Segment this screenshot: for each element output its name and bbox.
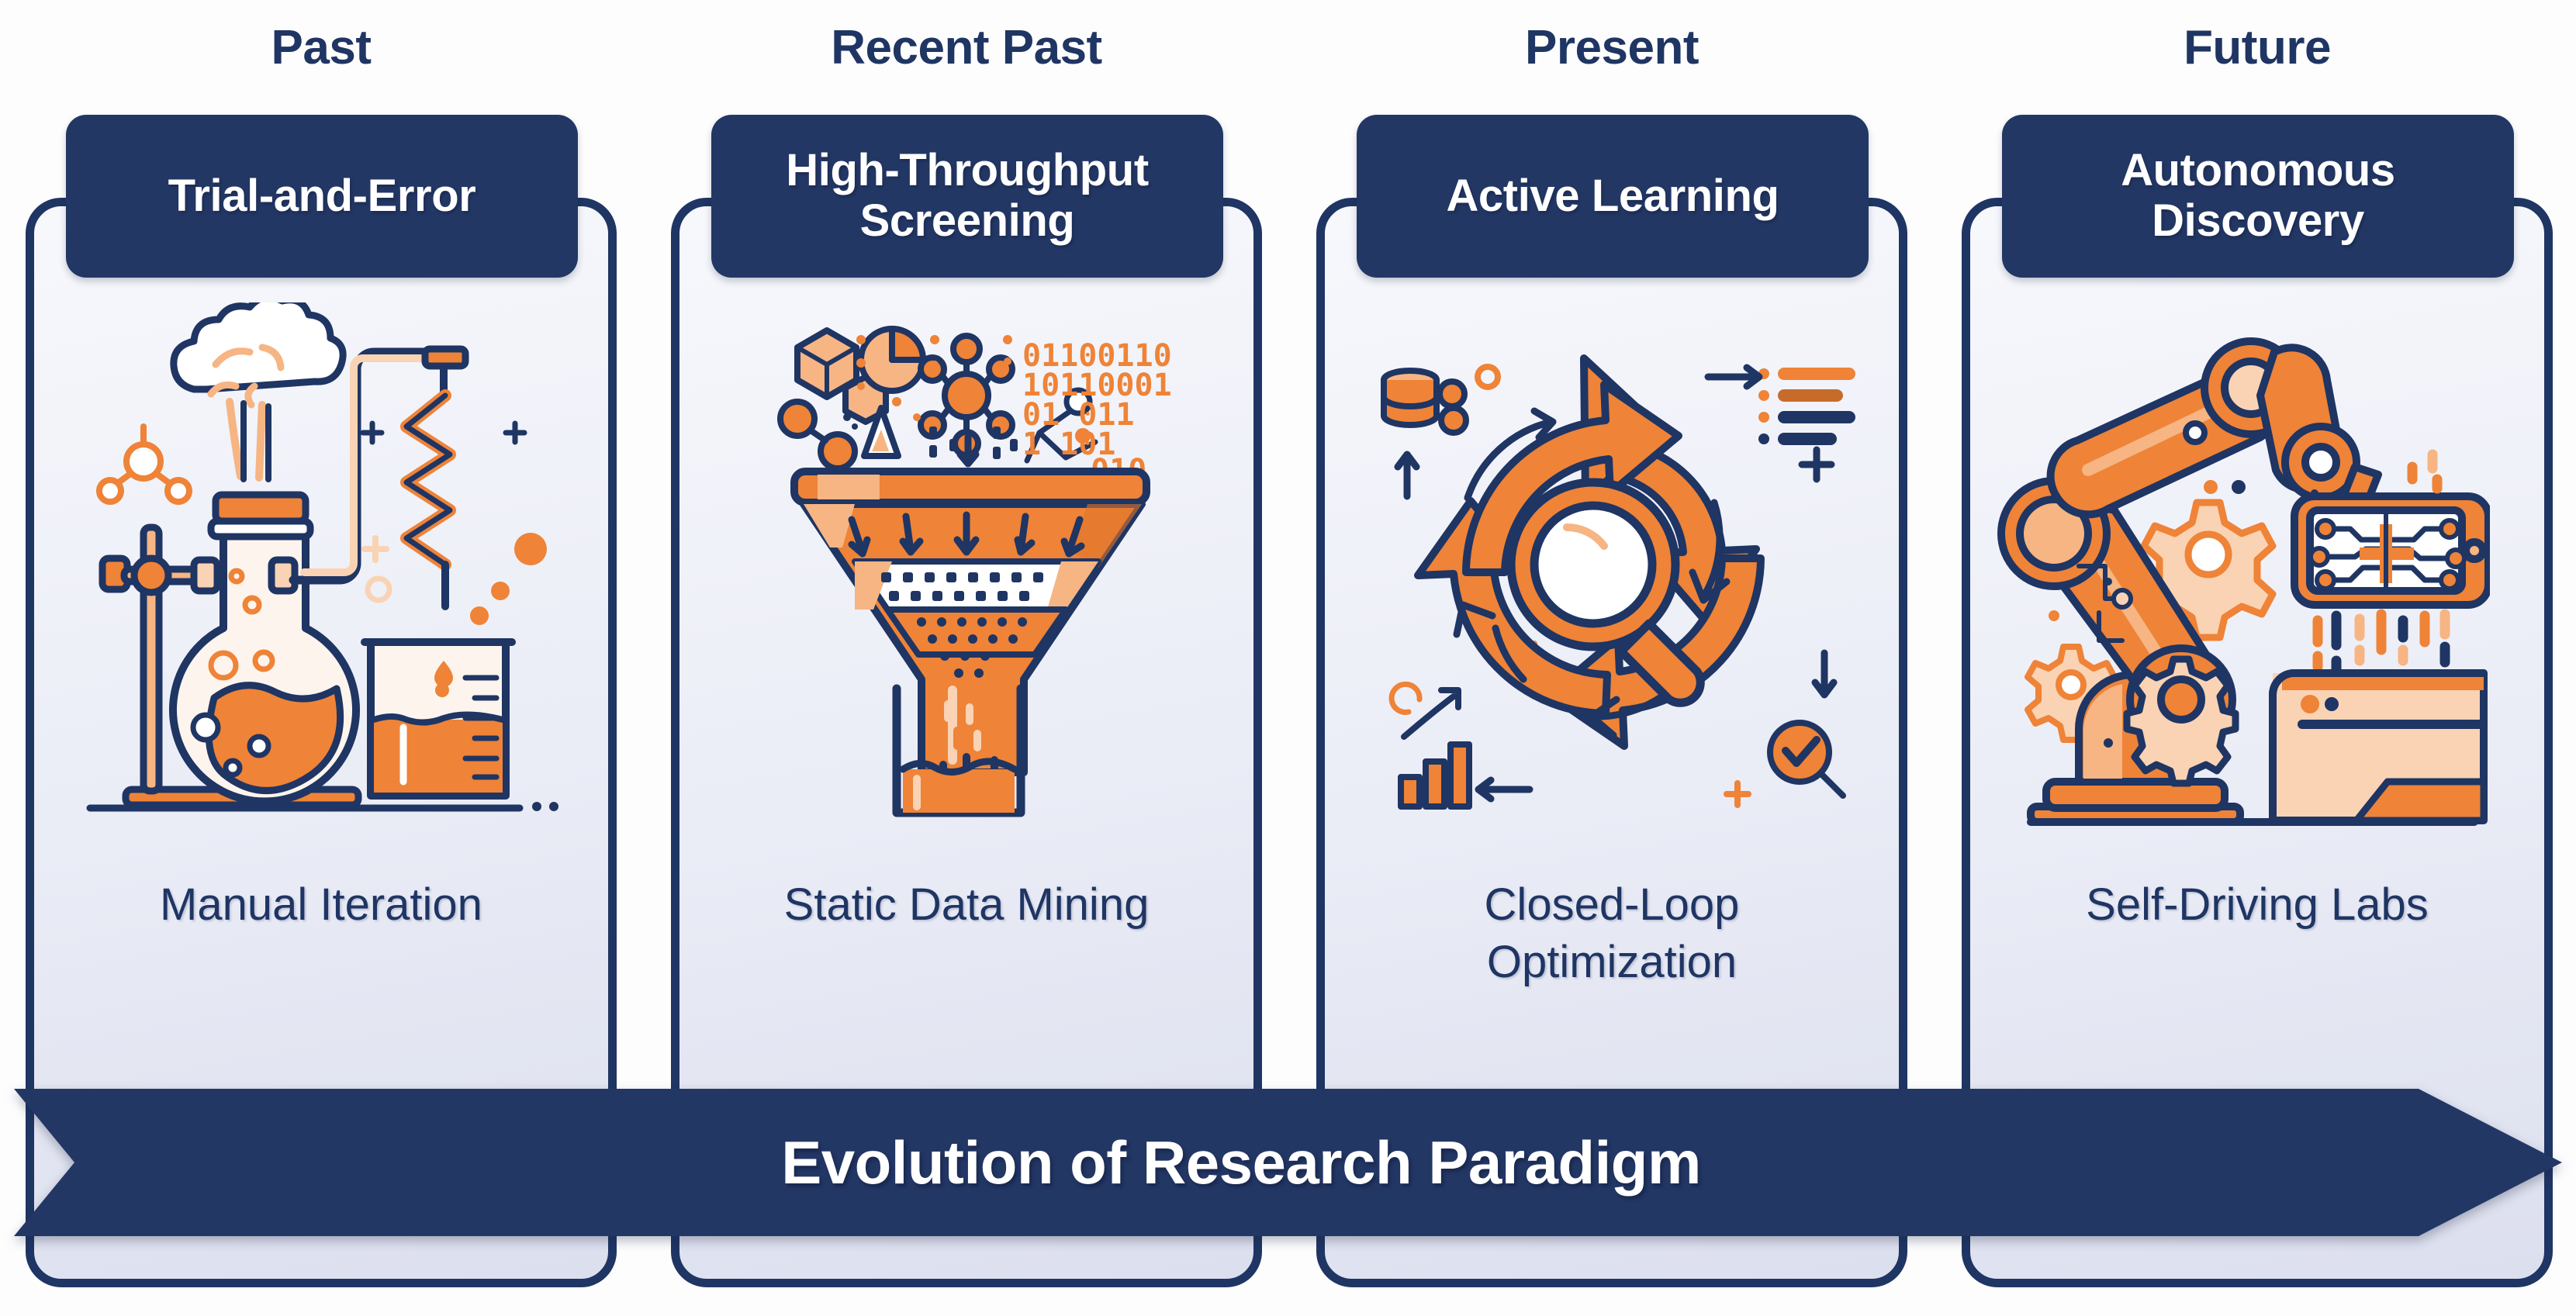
- pill-autonomous-discovery[interactable]: Autonomous Discovery: [2002, 115, 2514, 278]
- svg-text:01100110: 01100110: [1022, 338, 1172, 374]
- pill-label-recent-past: High-Throughput Screening: [786, 145, 1149, 246]
- arrow-shape: [14, 1089, 2562, 1236]
- pill-label-past: Trial-and-Error: [168, 170, 476, 221]
- caption-text-past: Manual Iteration: [160, 879, 482, 930]
- pill-label-present: Active Learning: [1446, 170, 1779, 221]
- evolution-arrow-banner: [14, 1089, 2562, 1236]
- era-title-present: Present: [1525, 21, 1699, 74]
- caption-closed-loop-optimization: Closed-Loop Optimization: [1395, 876, 1829, 1031]
- data-funnel-icon: 01100110 10110001 01 011 1 101 010: [737, 302, 1264, 830]
- era-title-future: Future: [2184, 21, 2331, 74]
- svg-text:1 101: 1 101: [1022, 427, 1115, 462]
- pill-trial-and-error[interactable]: Trial-and-Error: [66, 115, 578, 278]
- caption-manual-iteration: Manual Iteration: [26, 876, 617, 1031]
- caption-static-data-mining: Static Data Mining: [671, 876, 1262, 1031]
- svg-text:01 011: 01 011: [1022, 397, 1135, 433]
- era-title-past: Past: [271, 21, 372, 74]
- pill-active-learning[interactable]: Active Learning: [1357, 115, 1869, 278]
- caption-text-present: Closed-Loop Optimization: [1484, 879, 1740, 988]
- caption-text-future: Self-Driving Labs: [2086, 879, 2429, 930]
- pill-high-throughput-screening[interactable]: High-Throughput Screening: [711, 115, 1223, 278]
- era-title-recent-past: Recent Past: [831, 21, 1102, 74]
- caption-self-driving-labs: Self-Driving Labs: [1962, 876, 2553, 1031]
- robot-arm-automation-icon: [1962, 302, 2490, 830]
- chemistry-lab-flask-icon: [78, 302, 605, 830]
- svg-text:10110001: 10110001: [1022, 368, 1172, 403]
- caption-text-recent-past: Static Data Mining: [783, 879, 1150, 930]
- pill-label-future: Autonomous Discovery: [2121, 145, 2395, 246]
- closed-loop-cycle-magnifier-icon: [1350, 302, 1877, 830]
